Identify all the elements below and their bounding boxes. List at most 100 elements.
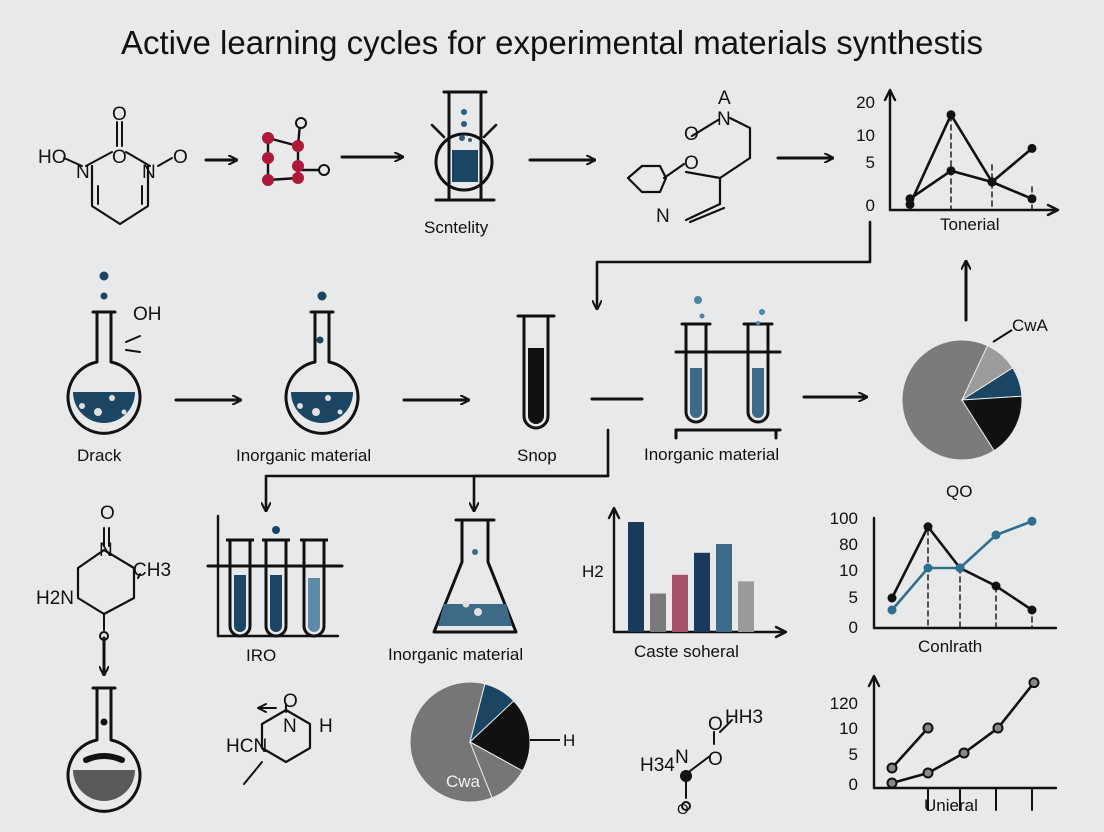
atom-label: CH3 — [133, 560, 172, 581]
flask-wall — [432, 518, 518, 634]
connector-arrow — [266, 428, 610, 510]
data-point — [923, 522, 933, 532]
atom-label: O — [708, 749, 723, 770]
atom — [99, 631, 109, 641]
atom-label: N — [283, 716, 297, 737]
pie-slice — [469, 740, 524, 799]
data-point — [1027, 143, 1037, 153]
bond-line — [63, 157, 83, 167]
tick-label: 0 — [848, 775, 858, 794]
pie-slice — [961, 395, 1023, 452]
data-point — [887, 593, 897, 603]
atom-label: N — [656, 206, 670, 227]
bubble — [699, 313, 705, 319]
axis-arrow — [883, 88, 897, 102]
data-point — [923, 563, 933, 573]
bubble — [272, 526, 280, 534]
bond-line — [690, 118, 720, 138]
data-point — [886, 777, 898, 789]
tick-label: 120 — [829, 694, 858, 713]
atom-label: HH3 — [725, 707, 764, 728]
tick-label: 10 — [839, 719, 858, 738]
label-torial: Tonerial — [940, 215, 1000, 234]
label-drack: Drack — [77, 446, 122, 465]
bubble — [297, 403, 303, 409]
data-point — [991, 530, 1001, 540]
bond-line — [137, 573, 141, 579]
bar — [628, 522, 644, 632]
bubble — [100, 292, 108, 300]
label-qo: QO — [946, 482, 973, 501]
tube — [302, 540, 326, 638]
data-point — [955, 563, 965, 573]
bond-line — [430, 123, 446, 139]
axis-arrow — [1046, 203, 1060, 217]
atom-label: HCN — [226, 736, 268, 757]
bubble — [325, 395, 331, 401]
axis-arrow — [774, 625, 788, 639]
bar — [672, 574, 688, 632]
bubble — [472, 549, 478, 555]
data-point — [987, 177, 997, 187]
atom-label: HO — [38, 147, 67, 168]
label-snop: Snop — [517, 446, 557, 465]
atom-label: N — [76, 162, 90, 183]
liquid — [438, 604, 512, 626]
bubble — [317, 291, 327, 301]
ring-bond — [90, 164, 150, 226]
liquid — [234, 575, 246, 632]
bond-line — [125, 151, 151, 167]
liquid — [73, 770, 135, 801]
label-inorganic-2: Inorganic material — [644, 445, 780, 464]
tick-label: 100 — [829, 509, 858, 528]
tube-wall — [684, 322, 708, 424]
series-line — [891, 681, 1036, 785]
atom — [292, 172, 304, 184]
bubble — [468, 138, 472, 142]
series-line — [909, 169, 1033, 200]
data-point — [991, 581, 1001, 591]
tick-label: 10 — [856, 126, 875, 145]
atom — [318, 164, 330, 176]
atom-label: O — [112, 104, 127, 125]
atom-label: O — [684, 124, 699, 145]
atom — [680, 770, 692, 782]
data-point — [1027, 516, 1037, 526]
atom-label: O — [708, 714, 723, 735]
bubble — [99, 271, 109, 281]
bubble — [121, 409, 127, 415]
liquid — [73, 392, 135, 423]
liquid — [270, 575, 282, 632]
diagram-title: Active learning cycles for experimental … — [120, 24, 983, 61]
atom-label: O — [112, 147, 127, 168]
data-point — [992, 722, 1004, 734]
bar — [716, 544, 732, 632]
bubble — [461, 109, 467, 115]
label-caste: Caste soheral — [634, 642, 739, 661]
bond-line — [243, 761, 263, 785]
data-point — [958, 747, 970, 759]
series-line — [891, 727, 929, 769]
bubble — [337, 409, 343, 415]
tick-label: 0 — [865, 196, 875, 215]
data-point — [946, 166, 956, 176]
bubble — [94, 408, 102, 416]
tick-label: 5 — [848, 745, 858, 764]
atom — [262, 174, 274, 186]
atom-label: O — [684, 153, 699, 174]
pie-slice — [469, 700, 531, 772]
tick-label: 10 — [839, 561, 858, 580]
ring — [434, 132, 494, 192]
bubble — [759, 309, 765, 315]
bubble — [474, 608, 482, 616]
atom-label: O — [283, 691, 298, 712]
bond-line — [719, 719, 733, 733]
atom — [295, 117, 307, 129]
label-cwa-top: CwA — [1012, 316, 1048, 335]
axis-arrow — [607, 506, 621, 520]
liquid — [752, 368, 764, 418]
bubble — [79, 403, 85, 409]
flask-drack — [66, 310, 142, 435]
bubble — [694, 296, 702, 304]
bubble — [461, 121, 467, 127]
